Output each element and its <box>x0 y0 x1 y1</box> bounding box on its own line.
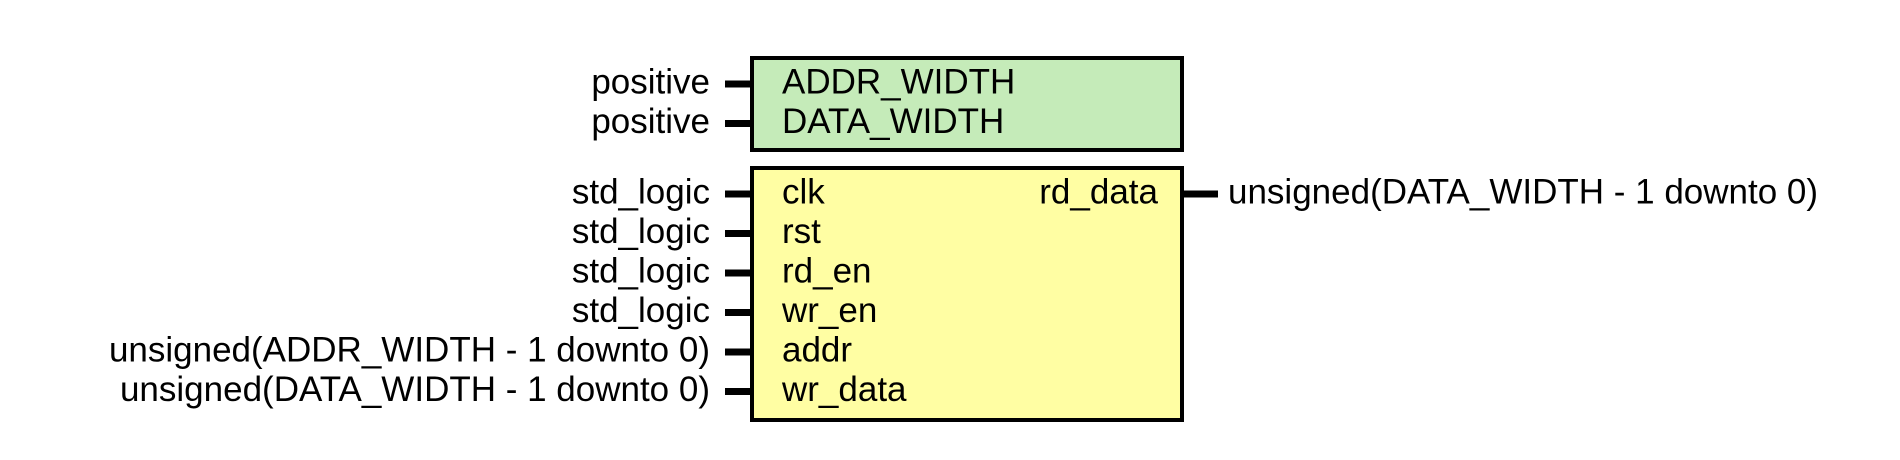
input-port-name: rd_en <box>782 251 872 290</box>
ports-block <box>750 166 1184 422</box>
input-port-type: std_logic <box>572 251 710 290</box>
input-port-name: wr_en <box>781 291 877 330</box>
input-port-type: std_logic <box>572 172 710 211</box>
input-port-name: clk <box>782 172 825 211</box>
outputs-layer: rd_data unsigned(DATA_WIDTH - 1 downto 0) <box>1039 172 1818 211</box>
generic-type: positive <box>591 62 710 101</box>
input-port-type: unsigned(DATA_WIDTH - 1 downto 0) <box>120 370 710 409</box>
output-port-name: rd_data <box>1039 172 1158 211</box>
generic-name: ADDR_WIDTH <box>782 62 1015 101</box>
input-port-type: unsigned(ADDR_WIDTH - 1 downto 0) <box>109 330 710 369</box>
input-port-name: wr_data <box>781 370 907 409</box>
output-port-type: unsigned(DATA_WIDTH - 1 downto 0) <box>1228 172 1818 211</box>
generic-type: positive <box>591 102 710 141</box>
input-port-name: rst <box>782 212 821 251</box>
generics-block <box>750 56 1184 152</box>
input-port-type: std_logic <box>572 212 710 251</box>
generic-name: DATA_WIDTH <box>782 102 1004 141</box>
input-port-name: addr <box>782 330 852 369</box>
input-port-type: std_logic <box>572 291 710 330</box>
